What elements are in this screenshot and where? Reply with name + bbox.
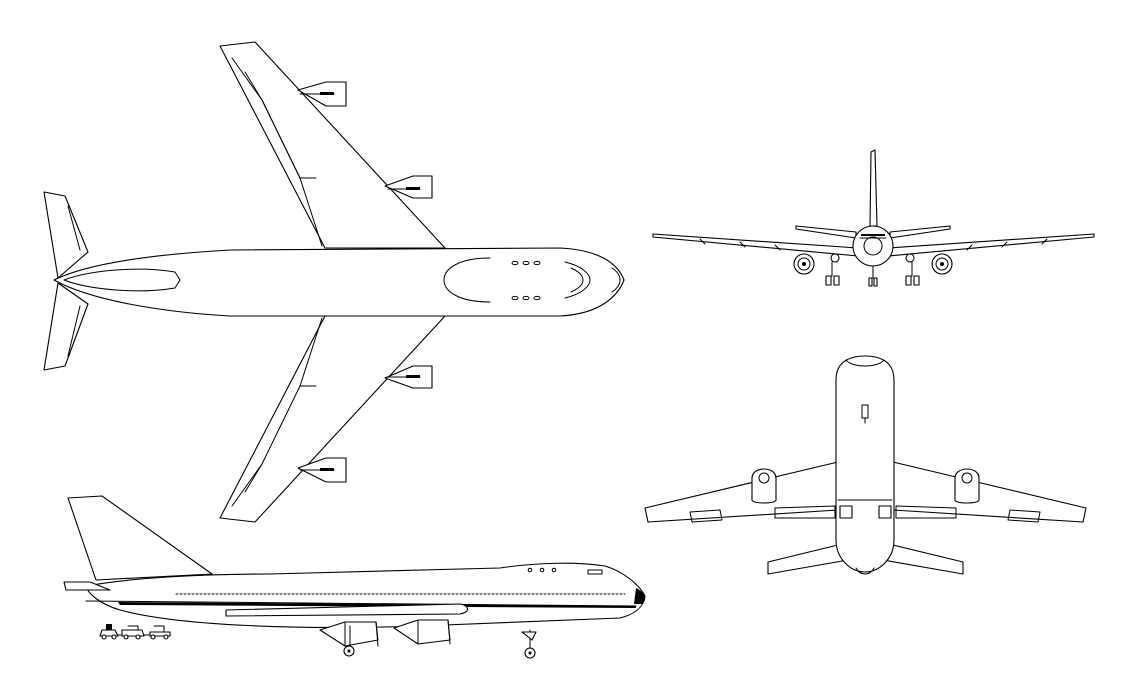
upper-deck-windows <box>511 260 541 301</box>
wing-upper <box>219 41 446 249</box>
vertical-tail-front <box>869 149 878 227</box>
landing-gear-side <box>343 625 537 659</box>
horizontal-stabilizer <box>43 191 89 371</box>
front-view <box>652 149 1095 287</box>
cabin-windows <box>175 567 626 595</box>
wings-front <box>652 233 1095 257</box>
bottom-view <box>644 355 1087 575</box>
engines-top <box>297 81 433 483</box>
fuselage-bottom <box>835 355 895 575</box>
wings-bottom <box>644 461 1087 523</box>
vertical-tail-side <box>67 495 213 581</box>
engines-bottom <box>751 468 980 504</box>
fuselage-front <box>852 225 894 267</box>
fuselage-side <box>63 562 646 628</box>
landing-gear-front <box>825 261 920 287</box>
ground-vehicles <box>99 624 171 640</box>
engines-front <box>793 253 953 275</box>
fuselage-top <box>53 247 625 317</box>
engines-side <box>319 619 451 647</box>
wing-lower <box>219 315 446 523</box>
top-view <box>43 41 625 523</box>
side-view <box>63 495 646 659</box>
